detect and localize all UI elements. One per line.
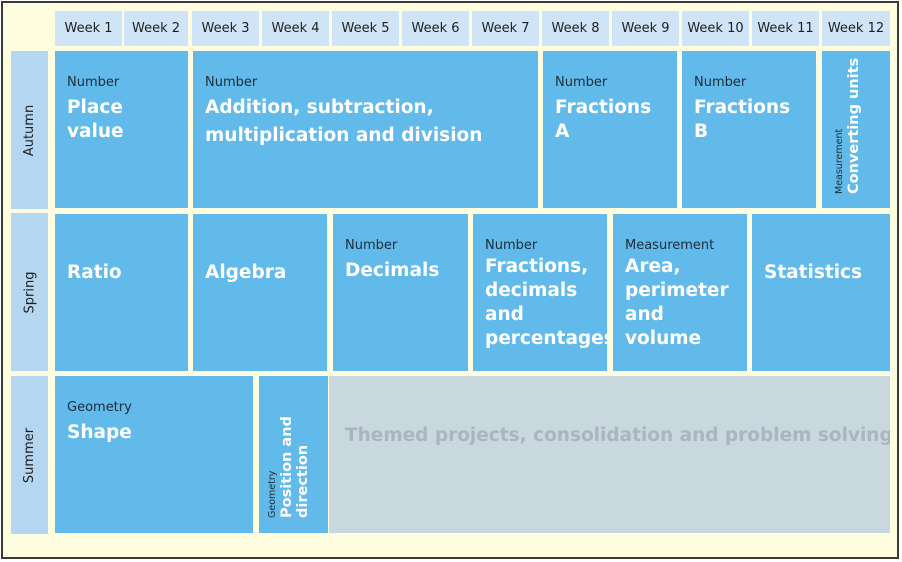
week-header: Week 5: [332, 11, 399, 46]
vertical-label: Geometry Position and direction: [267, 416, 311, 518]
unit-title-line: perimeter: [625, 280, 729, 301]
unit-title-line: multiplication and division: [205, 125, 483, 146]
unit-category: Geometry: [67, 400, 132, 415]
unit-shape: Geometry Shape: [55, 376, 253, 533]
week-header: Week 4: [262, 11, 329, 46]
unit-category: Measurement: [625, 238, 715, 253]
unit-title: Fractions B: [694, 97, 791, 142]
week-header: Week 12: [822, 11, 890, 46]
week-header: Week 7: [472, 11, 539, 46]
week-header: Week 1: [55, 11, 122, 46]
unit-title-line: decimals: [485, 280, 578, 301]
unit-fractions-a: Number Fractions A: [543, 51, 677, 208]
unit-four-operations: Number Addition, subtraction, multiplica…: [193, 51, 538, 208]
term-label-summer: Summer: [11, 376, 48, 534]
unit-title-line: percentages: [485, 328, 607, 349]
unit-title: Statistics: [764, 262, 863, 283]
week-header: Week 8: [542, 11, 609, 46]
unit-title: Fractions A: [555, 97, 652, 142]
unit-title-line: Position and: [279, 416, 295, 518]
unit-title: Converting units: [846, 57, 862, 194]
unit-title: Ratio: [67, 262, 122, 283]
unit-category: Number: [67, 75, 120, 90]
week-header: Week 9: [612, 11, 679, 46]
unit-title-line: and: [625, 304, 664, 325]
unit-title-line: Addition, subtraction,: [205, 97, 434, 118]
unit-category: Measurement: [834, 128, 845, 194]
unit-title-line: and: [485, 304, 524, 325]
unit-fractions-b: Number Fractions B: [682, 51, 816, 208]
unit-decimals: Number Decimals: [333, 214, 468, 371]
unit-themed-projects: Themed projects, consolidation and probl…: [329, 376, 890, 533]
unit-category: Number: [555, 75, 608, 90]
unit-category: Number: [345, 238, 398, 253]
week-header: Week 11: [752, 11, 819, 46]
unit-title-line: Area,: [625, 256, 681, 277]
unit-statistics: Statistics: [752, 214, 890, 371]
unit-category: Number: [485, 238, 538, 253]
term-label-text: Spring: [22, 271, 38, 313]
unit-category: Geometry: [267, 470, 278, 518]
week-header: Week 3: [192, 11, 259, 46]
unit-position-direction: Geometry Position and direction: [259, 376, 328, 533]
unit-title-line: volume: [625, 328, 702, 349]
unit-converting-units: Measurement Converting units: [822, 51, 890, 208]
unit-ratio: Ratio: [55, 214, 188, 371]
week-header: Week 2: [124, 11, 188, 46]
term-label-text: Summer: [22, 427, 38, 483]
week-header: Week 10: [682, 11, 749, 46]
unit-title: Algebra: [205, 262, 287, 283]
unit-category: Number: [205, 75, 258, 90]
unit-fractions-decimals-percentages: Number Fractions, decimals and percentag…: [473, 214, 607, 371]
unit-title-line: direction: [295, 444, 311, 518]
unit-place-value: Number Place value: [55, 51, 188, 208]
week-header: Week 6: [402, 11, 469, 46]
unit-category: Number: [694, 75, 747, 90]
unit-title: Themed projects, consolidation and probl…: [345, 425, 890, 446]
unit-title-line: Fractions,: [485, 256, 589, 277]
unit-area-perimeter-volume: Measurement Area, perimeter and volume: [613, 214, 747, 371]
term-label-autumn: Autumn: [11, 51, 48, 209]
unit-title: Place value: [67, 97, 124, 142]
term-label-text: Autumn: [22, 104, 37, 156]
vertical-label: Measurement Converting units: [834, 58, 862, 194]
unit-algebra: Algebra: [193, 214, 327, 371]
unit-title: Decimals: [345, 260, 440, 281]
term-label-spring: Spring: [11, 213, 48, 371]
unit-title: Shape: [67, 422, 132, 443]
